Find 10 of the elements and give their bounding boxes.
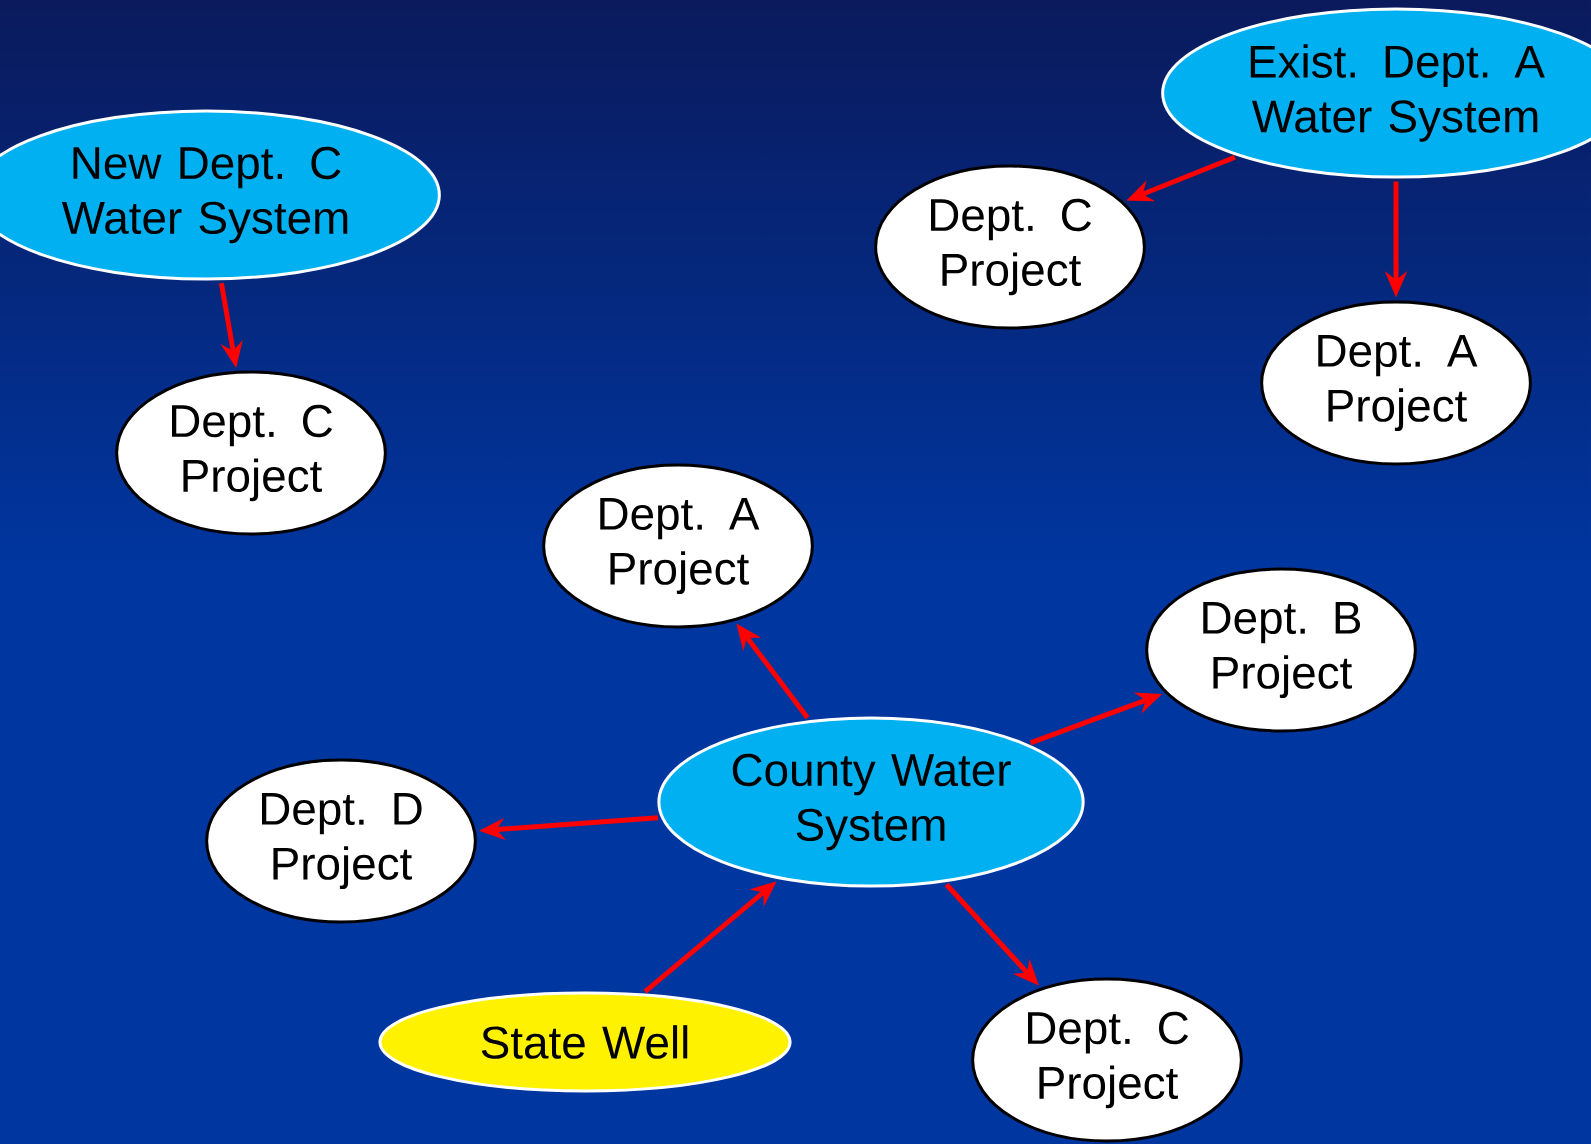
ellipse-node: Dept. C Project xyxy=(115,370,387,536)
ellipse-node: County Water System xyxy=(657,716,1085,888)
ellipse-node: Dept. C Project xyxy=(971,977,1243,1143)
ellipse-node: Dept. D Project xyxy=(205,758,477,924)
ellipse-node: Exist. Dept. A Water System xyxy=(1161,7,1591,179)
ellipse-node: Dept. A Project xyxy=(1260,300,1532,466)
ellipse-node: Dept. B Project xyxy=(1145,567,1417,733)
ellipse-node: Dept. A Project xyxy=(542,463,814,629)
ellipse-node: State Well xyxy=(378,991,792,1093)
ellipse-node: Dept. C Project xyxy=(874,164,1146,330)
